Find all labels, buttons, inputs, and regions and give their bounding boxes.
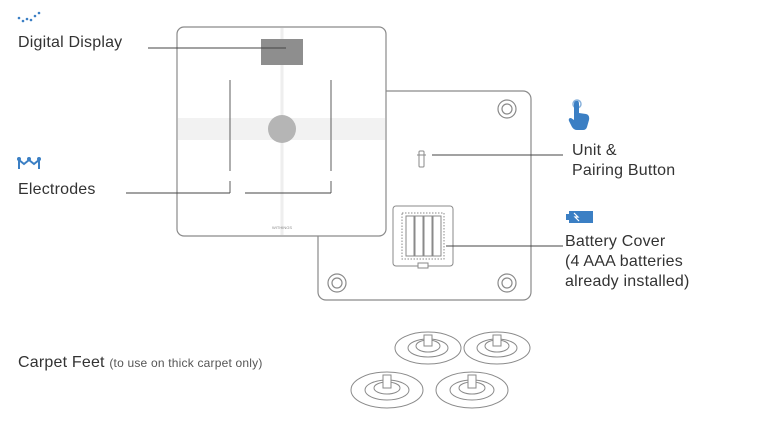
carpet-foot-1 xyxy=(394,331,462,365)
display-dots-icon xyxy=(17,11,41,23)
carpet-foot-3 xyxy=(350,371,424,409)
battery-cover xyxy=(392,205,454,269)
carpet-feet xyxy=(350,331,531,409)
label-battery-2: (4 AAA batteries xyxy=(565,253,683,270)
label-unit-pairing-1: Unit & xyxy=(572,142,617,159)
carpet-foot-4 xyxy=(435,371,509,409)
pairing-button xyxy=(417,150,426,168)
battery-icon xyxy=(566,211,593,223)
electrodes-icon xyxy=(17,157,41,169)
carpet-feet-note: (to use on thick carpet only) xyxy=(109,356,263,370)
carpet-foot-2 xyxy=(463,331,531,365)
scale-front: WITHINGS xyxy=(176,26,387,237)
label-battery-1: Battery Cover xyxy=(565,233,666,250)
label-unit-pairing-2: Pairing Button xyxy=(572,162,676,179)
label-digital-display: Digital Display xyxy=(18,34,123,51)
digital-display xyxy=(261,39,303,65)
tap-finger-icon xyxy=(568,99,590,130)
label-carpet-feet: Carpet Feet (to use on thick carpet only… xyxy=(18,353,263,373)
carpet-feet-title: Carpet Feet xyxy=(18,354,105,371)
label-electrodes: Electrodes xyxy=(18,181,96,198)
label-battery-3: already installed) xyxy=(565,273,690,290)
brand-mark: WITHINGS xyxy=(272,225,292,230)
